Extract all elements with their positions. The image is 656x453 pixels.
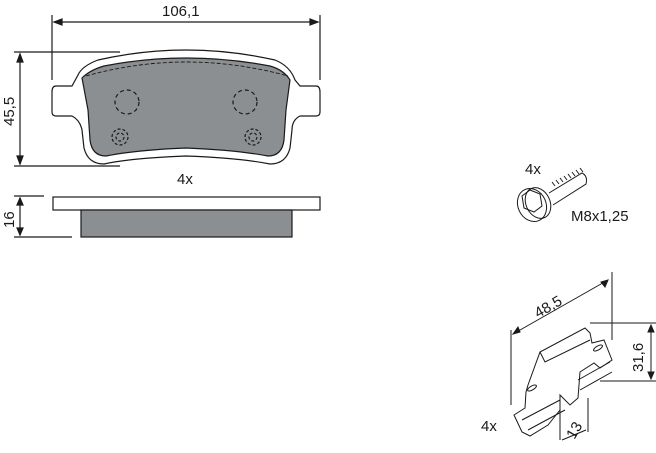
dashed-hole-right — [232, 89, 258, 115]
pad-quantity-label: 4x — [177, 171, 193, 188]
width-dimension — [51, 15, 321, 80]
side-view-pad — [14, 195, 321, 238]
pad-thickness-label: 16 — [1, 211, 18, 228]
bolt-thread-label: M8x1,25 — [571, 208, 629, 225]
height-dimension — [14, 51, 120, 167]
clip-quantity-label: 4x — [481, 418, 497, 435]
clip-height-label: 31,6 — [630, 342, 647, 372]
bolt-drawing — [516, 167, 587, 223]
clip-drawing — [510, 272, 656, 441]
pad-width-label: 106,1 — [162, 3, 200, 20]
backing-plate — [51, 49, 321, 165]
pad-height-label: 45,5 — [1, 96, 18, 126]
bolt-quantity-label: 4x — [525, 161, 541, 178]
friction-material — [81, 57, 291, 157]
dashed-hole-left — [114, 89, 140, 115]
